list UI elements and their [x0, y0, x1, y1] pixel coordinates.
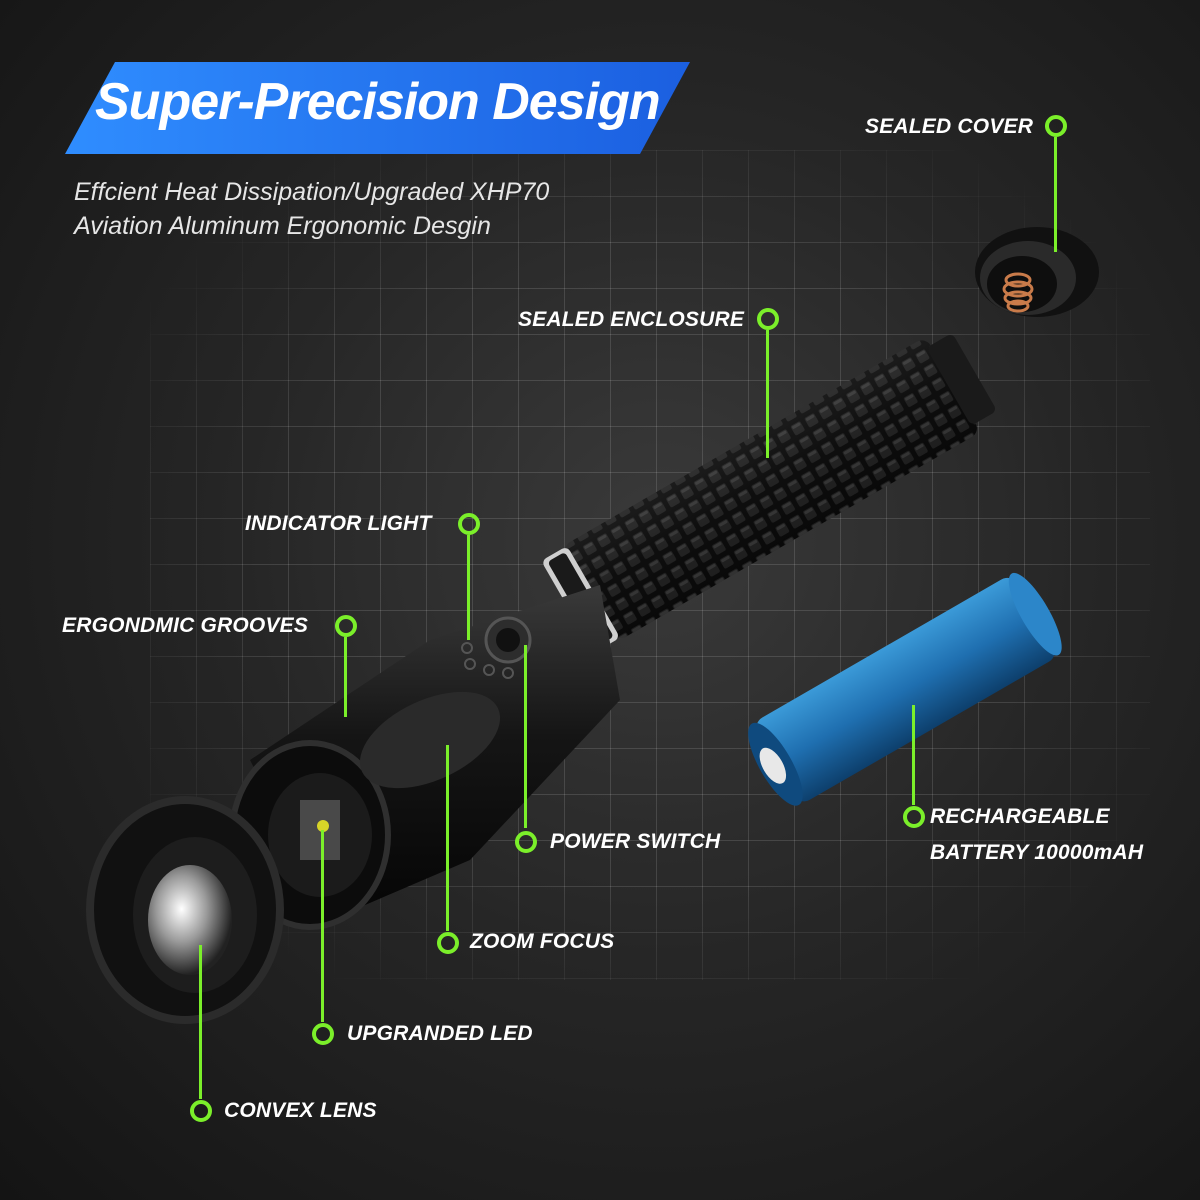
callout-dot-power-switch — [515, 831, 537, 853]
callout-dot-convex-lens — [190, 1100, 212, 1122]
label-sealed-cover: SEALED COVER — [865, 115, 1034, 138]
sealed-cover-part — [975, 227, 1099, 317]
page-title: Super-Precision Design — [95, 73, 661, 131]
label-battery-line-2: BATTERY 10000mAH — [930, 841, 1144, 864]
label-ergonomic-grooves: ERGONDMIC GROOVES — [62, 614, 309, 637]
subtitle-line-1: Effcient Heat Dissipation/Upgraded XHP70 — [74, 178, 550, 206]
callout-line-convex-lens — [199, 945, 202, 1099]
callout-dot-upgraded-led — [312, 1023, 334, 1045]
callout-line-upgraded-led — [321, 830, 324, 1022]
callout-dot-ergonomic-grooves — [335, 615, 357, 637]
sealed-enclosure-part — [543, 335, 995, 651]
callout-dot-battery — [903, 806, 925, 828]
label-sealed-enclosure: SEALED ENCLOSURE — [518, 308, 745, 331]
label-convex-lens: CONVEX LENS — [224, 1099, 377, 1122]
callout-line-zoom-focus — [446, 745, 449, 931]
callout-line-power-switch — [524, 645, 527, 828]
title-banner — [65, 62, 690, 154]
battery-part — [748, 572, 1062, 806]
callout-line-indicator-light — [467, 535, 470, 640]
label-indicator-light: INDICATOR LIGHT — [245, 512, 432, 535]
callout-line-battery — [912, 705, 915, 805]
callout-line-sealed-enclosure — [766, 330, 769, 458]
label-battery-line-1: RECHARGEABLE — [930, 805, 1110, 828]
label-zoom-focus: ZOOM FOCUS — [470, 930, 615, 953]
callout-dot-zoom-focus — [437, 932, 459, 954]
callout-dot-indicator-light — [458, 513, 480, 535]
bezel-part — [86, 796, 284, 1024]
subtitle-line-2: Aviation Aluminum Ergonomic Desgin — [74, 212, 491, 240]
callout-line-sealed-cover — [1054, 137, 1057, 252]
flashlight-head-part — [229, 585, 620, 930]
label-power-switch: POWER SWITCH — [550, 830, 721, 853]
callout-dot-sealed-cover — [1045, 115, 1067, 137]
callout-dot-sealed-enclosure — [757, 308, 779, 330]
callout-line-ergonomic-grooves — [344, 637, 347, 717]
label-upgraded-led: UPGRANDED LED — [347, 1022, 533, 1045]
